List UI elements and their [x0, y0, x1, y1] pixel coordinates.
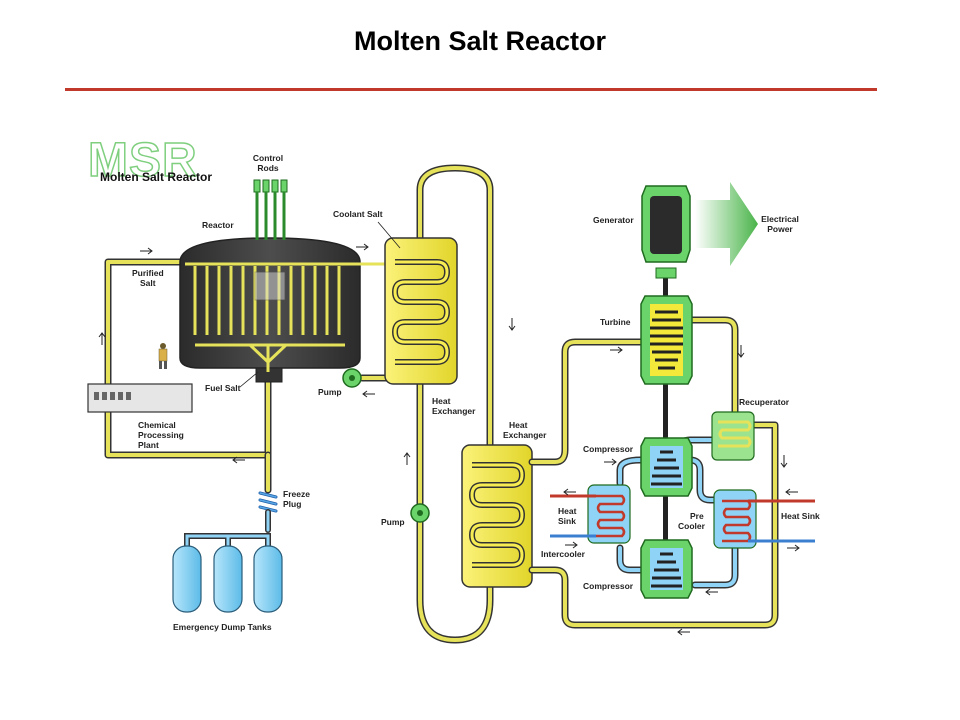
label-heat-exchanger-2b: Exchanger — [503, 430, 547, 440]
coolant-salt-loop — [358, 164, 494, 644]
label-recuperator: Recuperator — [739, 397, 790, 407]
label-chemical-2: Processing — [138, 430, 184, 440]
leader-coolant-salt — [377, 221, 401, 249]
title-divider — [65, 88, 877, 91]
freeze-plug — [258, 491, 278, 533]
label-purified-salt-2: Salt — [140, 278, 156, 288]
control-rods — [253, 179, 288, 240]
leader-fuel-salt — [239, 371, 259, 388]
worker-figure — [158, 343, 168, 369]
label-turbine: Turbine — [600, 317, 631, 327]
pump-primary — [342, 368, 362, 388]
electrical-power-arrow — [695, 182, 758, 266]
generator — [641, 185, 691, 279]
label-chemical-1: Chemical — [138, 420, 176, 430]
heat-sink-pipes — [550, 494, 815, 543]
label-pump-primary: Pump — [318, 387, 342, 397]
label-coolant-salt: Coolant Salt — [333, 209, 383, 219]
label-generator: Generator — [593, 215, 634, 225]
label-control-rods-1: Control — [253, 153, 283, 163]
page-title: Molten Salt Reactor — [353, 26, 607, 56]
label-purified-salt-1: Purified — [132, 268, 164, 278]
msr-logo: MSR Molten Salt Reactor — [87, 133, 212, 188]
label-freeze-plug-2: Plug — [283, 499, 301, 509]
intercooler — [587, 484, 631, 544]
label-heat-exchanger-2a: Heat — [509, 420, 528, 430]
fuel-salt-loop — [104, 258, 272, 494]
label-heat-sink-right: Heat Sink — [781, 511, 820, 521]
label-pump-secondary: Pump — [381, 517, 405, 527]
label-intercooler: Intercooler — [541, 549, 586, 559]
label-reactor: Reactor — [202, 220, 234, 230]
label-fuel-salt: Fuel Salt — [205, 383, 241, 393]
emergency-dump-tanks — [172, 545, 283, 613]
turbine — [640, 295, 693, 385]
label-heat-exchanger-1a: Heat — [432, 396, 451, 406]
label-heat-sink-left-1: Heat — [558, 506, 577, 516]
label-pre-cooler-2: Cooler — [678, 521, 706, 531]
label-electrical-power-1: Electrical — [761, 214, 799, 224]
pump-secondary — [410, 503, 430, 523]
label-freeze-plug-1: Freeze — [283, 489, 310, 499]
label-compressor-top: Compressor — [583, 444, 634, 454]
label-pre-cooler-1: Pre — [690, 511, 704, 521]
label-compressor-bottom: Compressor — [583, 581, 634, 591]
label-electrical-power-2: Power — [767, 224, 793, 234]
label-heat-sink-left-2: Sink — [558, 516, 576, 526]
recuperator — [711, 411, 755, 461]
logo-big: MSR — [88, 134, 198, 187]
compressor-top — [640, 437, 693, 497]
compressor-bottom — [640, 539, 693, 599]
logo-small: Molten Salt Reactor — [100, 170, 212, 184]
secondary-heat-exchanger — [461, 444, 533, 588]
label-emergency-dump-tanks: Emergency Dump Tanks — [173, 622, 272, 632]
label-chemical-3: Plant — [138, 440, 159, 450]
primary-heat-exchanger — [384, 237, 458, 385]
chemical-processing-plant — [87, 383, 193, 413]
reactor-vessel — [179, 237, 420, 383]
label-control-rods-2: Rods — [257, 163, 279, 173]
turbine-shaft — [663, 270, 668, 580]
label-heat-exchanger-1b: Exchanger — [432, 406, 476, 416]
pre-cooler — [713, 489, 757, 549]
flow-arrows — [98, 243, 800, 636]
